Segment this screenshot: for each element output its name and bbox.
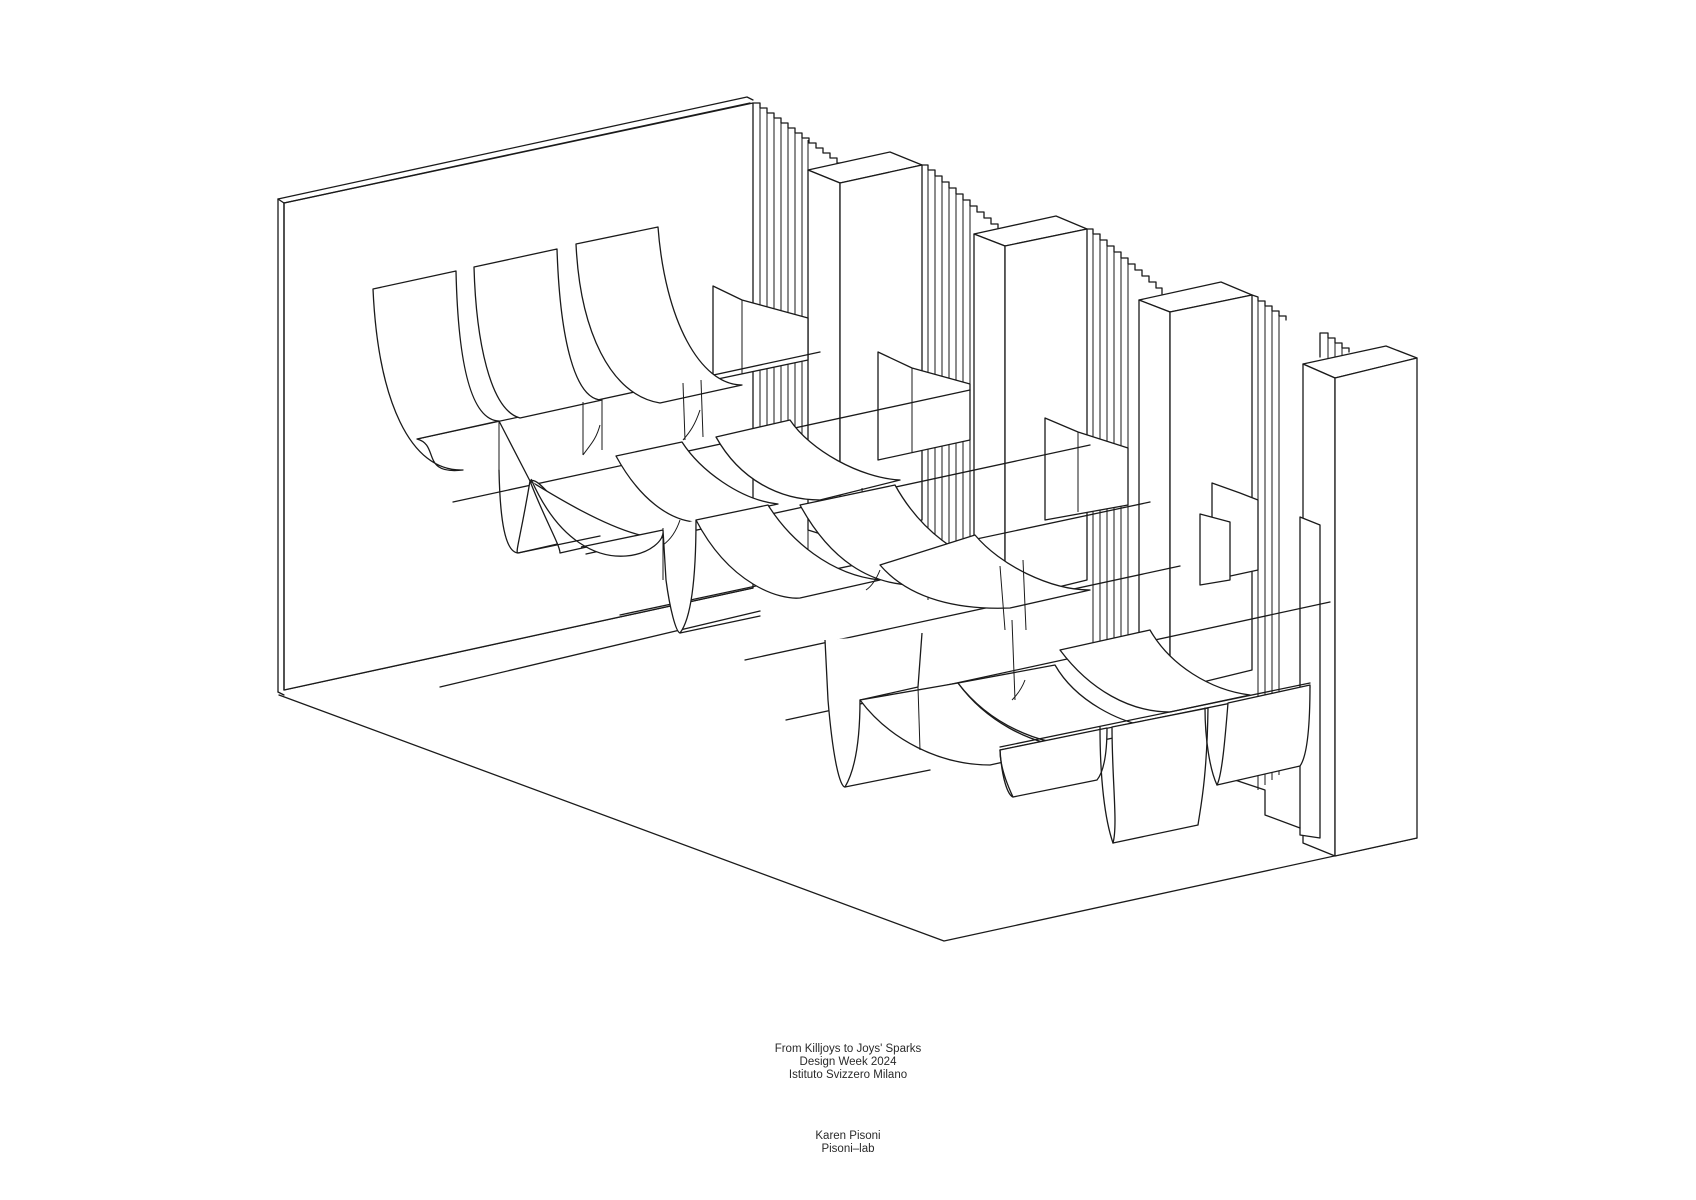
curved-panels-row-3 xyxy=(662,484,1091,634)
curved-panels-row-2 xyxy=(498,419,901,580)
column-3 xyxy=(1138,281,1253,691)
column-2 xyxy=(973,215,1088,601)
author-name: Karen Pisoni xyxy=(815,1130,881,1142)
curved-panels-row-1 xyxy=(372,226,743,472)
partition-walls xyxy=(712,285,1321,839)
event-name: Design Week 2024 xyxy=(799,1056,897,1068)
fin-wall-1 xyxy=(752,102,845,590)
studio-name: Pisoni–lab xyxy=(821,1143,875,1155)
credits-caption: Karen Pisoni Pisoni–lab xyxy=(0,1130,1696,1156)
venue-name: Istituto Svizzero Milano xyxy=(788,1069,908,1081)
panel-clips xyxy=(582,409,1026,701)
curved-panels-row-5 xyxy=(999,682,1311,844)
project-caption: From Killjoys to Joys' Sparks Design Wee… xyxy=(0,1043,1696,1082)
project-title: From Killjoys to Joys' Sparks xyxy=(774,1043,922,1055)
